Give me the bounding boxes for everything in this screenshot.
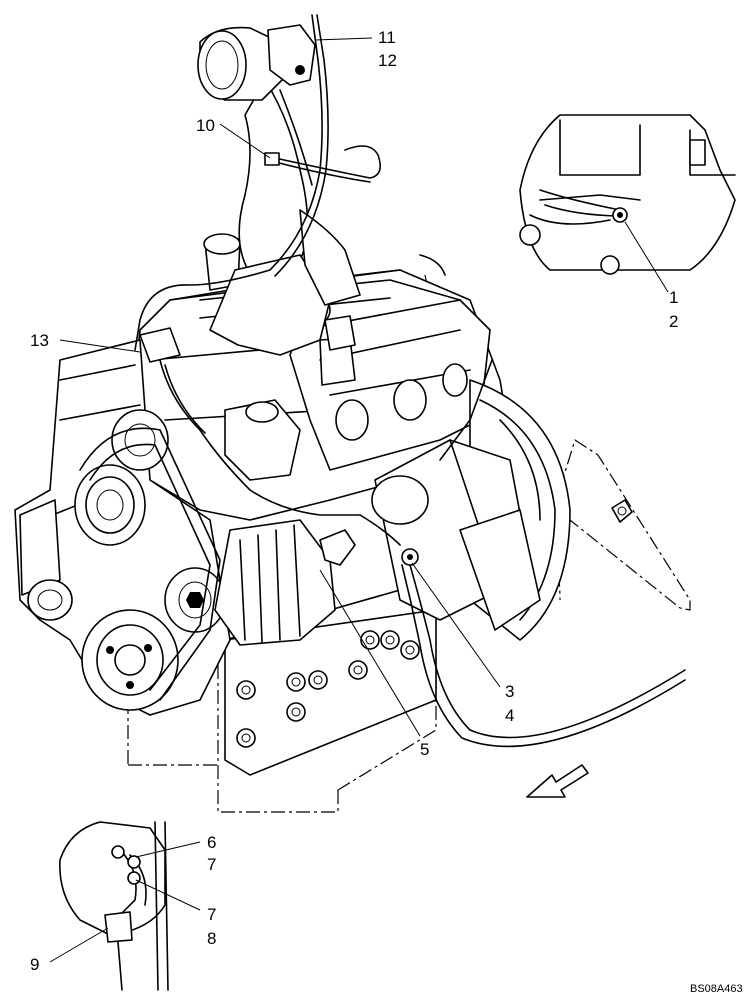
crank-pulley (74, 464, 146, 546)
block-bosses (236, 630, 420, 748)
callout-12: 12 (378, 51, 397, 70)
frame-mount-bolt (611, 499, 633, 523)
starter-terminal-detail (519, 114, 736, 275)
leader-lines (49, 37, 669, 963)
callout-8: 8 (207, 929, 216, 948)
callout-5: 5 (420, 740, 429, 759)
callout-7b: 7 (207, 905, 216, 924)
callout-1: 1 (669, 288, 678, 307)
callout-11: 11 (378, 28, 396, 47)
air-intake-duct (197, 24, 361, 356)
callout-10: 10 (196, 116, 215, 135)
callout-9: 9 (30, 955, 39, 974)
callout-labels: 1 2 3 4 5 6 7 7 8 9 10 11 12 13 (30, 28, 678, 974)
air-cleaner (197, 24, 316, 101)
upper-pulley (111, 409, 169, 471)
wiring-harness (134, 14, 686, 748)
callout-13: 13 (30, 331, 49, 350)
alternator (214, 519, 336, 646)
callout-4: 4 (505, 706, 514, 725)
alternator-terminal-detail (59, 821, 169, 991)
callout-3: 3 (505, 682, 514, 701)
callout-6: 6 (207, 833, 216, 852)
idler-pulley (164, 567, 226, 633)
forward-direction-arrow (526, 764, 589, 798)
figure-code: BS08A463 (690, 983, 743, 995)
callout-7a: 7 (207, 855, 216, 874)
callout-2: 2 (669, 312, 678, 331)
